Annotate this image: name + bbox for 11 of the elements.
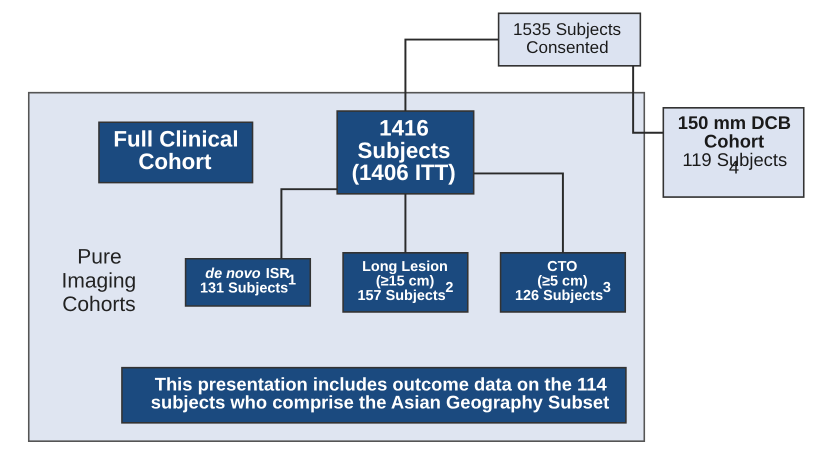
node-box: 1535 Subjects Consented bbox=[497, 12, 641, 67]
label: Pure Imaging Cohorts bbox=[61, 246, 136, 316]
node-box: 1416 Subjects (1406 ITT) bbox=[336, 110, 474, 195]
cluster bbox=[27, 92, 645, 442]
node-box: This presentation includes outcome data on the 114 subjects who comprise the Asian Geography Subset bbox=[120, 366, 626, 424]
connector bbox=[404, 38, 498, 112]
connector bbox=[632, 66, 663, 134]
node-box: Full Clinical Cohort bbox=[98, 121, 253, 184]
connector bbox=[280, 188, 336, 258]
connector bbox=[474, 172, 564, 253]
connector bbox=[404, 194, 406, 253]
